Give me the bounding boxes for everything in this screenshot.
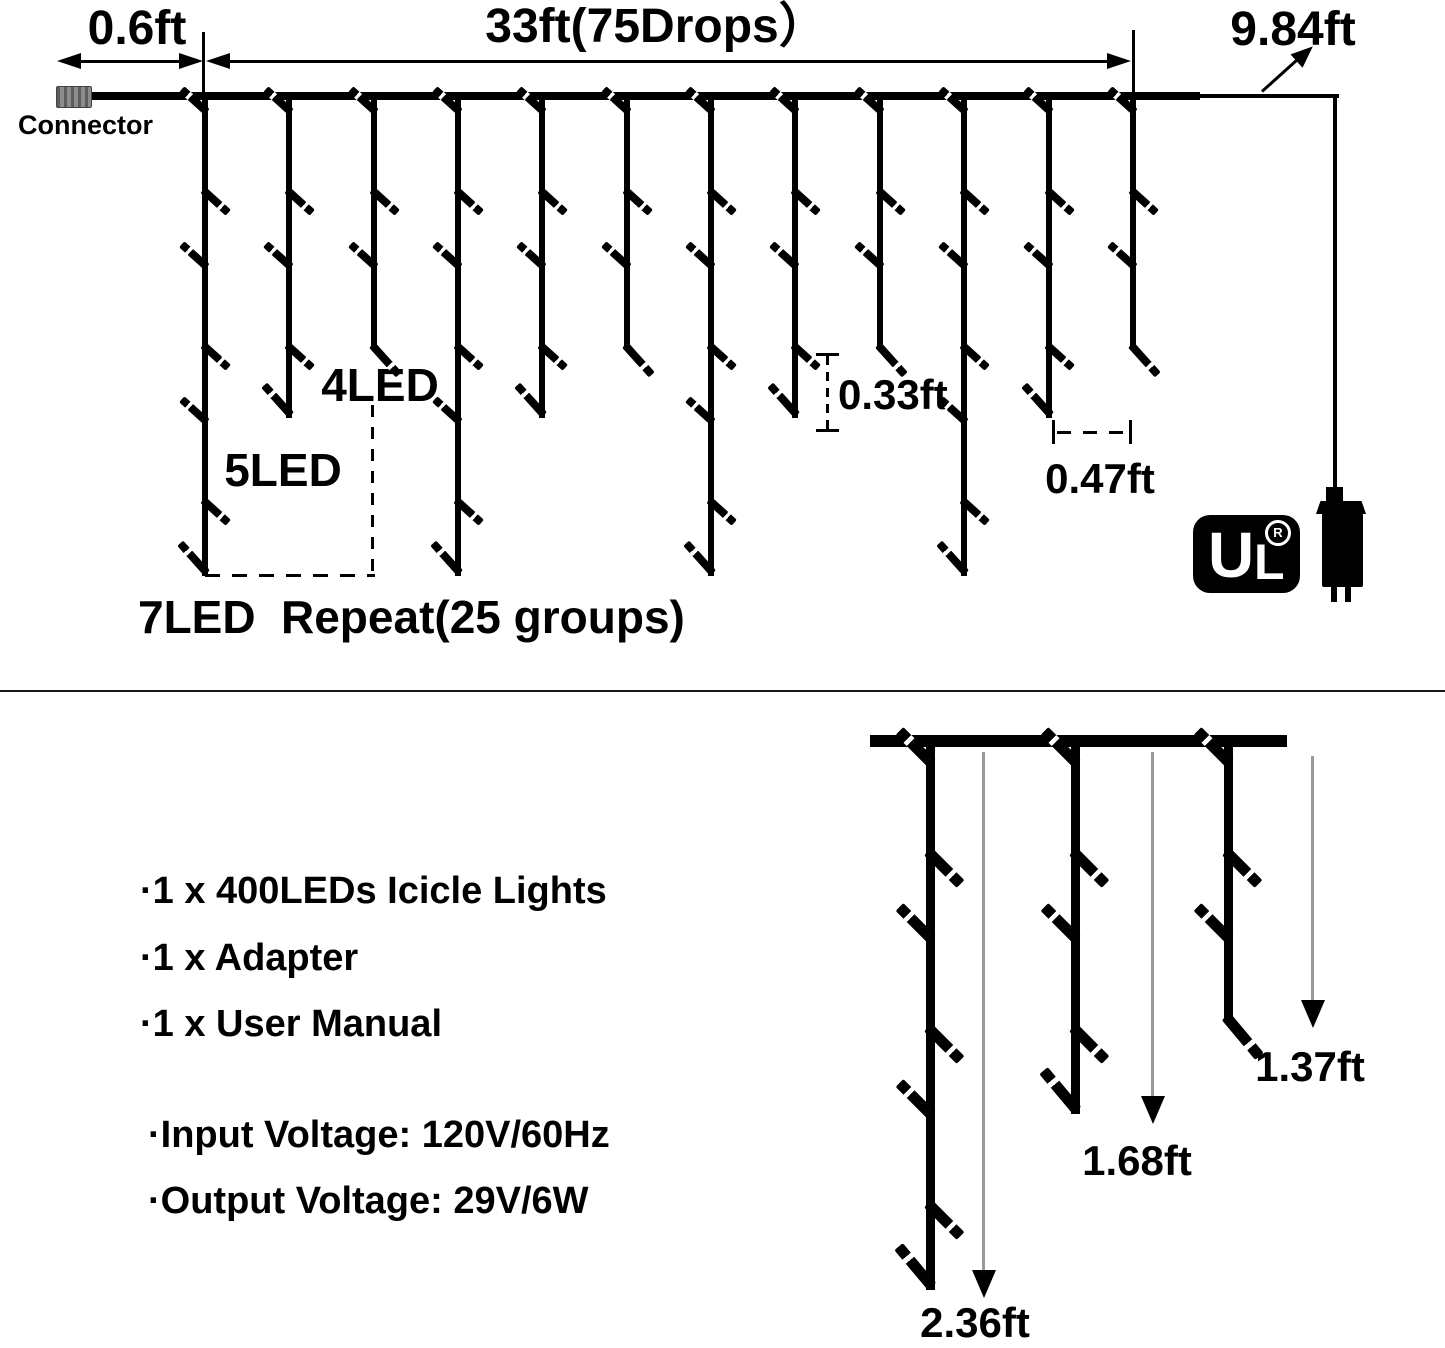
package-item: ·1 x Adapter	[140, 937, 359, 979]
arrowhead-left-icon	[57, 53, 81, 69]
ul-letter-u: U	[1208, 519, 1255, 591]
lead-out-wire	[1196, 94, 1339, 98]
drop-line	[371, 96, 377, 348]
plug-body	[1322, 513, 1363, 587]
drop-line	[1130, 96, 1136, 348]
led4-label: 4LED	[321, 359, 439, 411]
dim-cap	[816, 353, 839, 356]
lead-length-label: 0.6ft	[87, 2, 187, 55]
span-length-label: 33ft(75Drops）	[485, 0, 827, 53]
drop-line	[1046, 96, 1052, 418]
horizontal-spacing-label: 0.47ft	[1045, 455, 1155, 502]
arrowhead-left-icon	[206, 53, 230, 69]
span-dimension-line	[214, 60, 1124, 63]
led-bulb-end-icon	[622, 342, 655, 378]
package-item: ·1 x 400LEDs Icicle Lights	[140, 870, 607, 912]
arrowhead-down-icon	[972, 1270, 996, 1298]
repeat-group-label: Repeat(25 groups)	[281, 591, 685, 643]
main-wire	[78, 92, 1200, 100]
arrowhead-right-icon	[179, 53, 203, 69]
package-item: ·1 x User Manual	[140, 1003, 442, 1045]
connector-label: Connector	[18, 110, 153, 140]
arrowhead-right-icon	[1107, 53, 1131, 69]
plug-prong	[1345, 586, 1351, 602]
ul-certification-badge: U L R	[1193, 515, 1300, 593]
drop-length-short-label: 1.37ft	[1255, 1043, 1365, 1090]
drop-line-zoom	[1223, 741, 1233, 1020]
tail-length-label: 9.84ft	[1230, 3, 1356, 56]
input-voltage-spec: ·Input Voltage: 120V/60Hz	[148, 1114, 610, 1156]
drop-line	[792, 96, 798, 418]
arrowhead-down-icon	[1301, 1000, 1325, 1028]
led5-label: 5LED	[224, 444, 342, 496]
dim-cap	[1052, 420, 1055, 444]
drop-line	[961, 96, 967, 576]
dim-cap	[1129, 420, 1132, 444]
plug-cord	[1333, 96, 1337, 489]
drop-line-zoom	[925, 741, 935, 1290]
drop-line	[708, 96, 714, 576]
measure-line	[1151, 752, 1154, 1096]
led-bulb-end-icon	[1128, 342, 1161, 378]
registered-trademark-icon: R	[1265, 520, 1291, 546]
plug-neck	[1326, 487, 1343, 502]
drop-length-long-label: 2.36ft	[920, 1299, 1030, 1346]
led7-label: 7LED	[138, 591, 256, 643]
vertical-spacing-label: 0.33ft	[838, 371, 948, 418]
lead-dimension-line	[62, 60, 198, 63]
output-voltage-spec: ·Output Voltage: 29V/6W	[148, 1180, 589, 1222]
section-divider	[0, 690, 1445, 692]
drop-line-zoom	[1070, 741, 1080, 1114]
drop-line	[539, 96, 545, 418]
drop-line	[877, 96, 883, 348]
drop-length-medium-label: 1.68ft	[1082, 1137, 1192, 1184]
dimension-tick	[202, 32, 205, 122]
dim-cap	[816, 429, 839, 432]
drop-line	[202, 96, 208, 576]
tail-pointer-arrow-icon	[1260, 58, 1299, 93]
connector-block	[56, 86, 92, 108]
plug-flange	[1316, 501, 1366, 514]
repeat-dashed-vertical	[371, 405, 374, 575]
measure-line	[982, 752, 985, 1270]
drop-line	[624, 96, 630, 348]
arrowhead-down-icon	[1141, 1096, 1165, 1124]
drop-line	[455, 96, 461, 576]
repeat-dashed-horizontal	[205, 574, 375, 577]
measure-line	[1311, 756, 1314, 1000]
dimension-tick	[1132, 30, 1135, 122]
dim-dashed-vertical	[826, 356, 829, 429]
dim-dashed-horizontal	[1057, 431, 1130, 434]
plug-prong	[1331, 586, 1337, 602]
drop-line	[286, 96, 292, 418]
